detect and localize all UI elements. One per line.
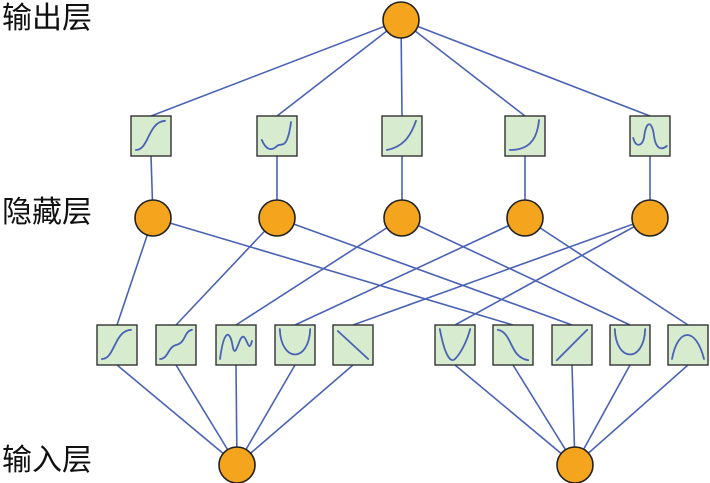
edge-hidden-to-box [152,217,514,326]
steep-rise-curve [508,119,540,151]
hidden-node [258,199,296,237]
edge-hidden-to-box [294,217,526,326]
edge-box-to-input [454,364,576,466]
upper-function-box [256,115,298,157]
edge-output-to-box [150,19,402,117]
edge-hidden-to-box [116,217,154,326]
neuron-nodes [134,1,669,483]
hidden-node [383,199,421,237]
lower-function-box [274,324,316,366]
edge-box-to-input [512,364,576,466]
diagonal-up-curve [555,328,589,362]
input-node [556,446,594,483]
lower-function-box [609,324,651,366]
lower-function-box [434,324,476,366]
edge-hidden-to-box [276,217,573,326]
s-rise-curve [134,119,166,151]
lower-function-box [332,324,374,366]
edge-hidden-to-box [454,217,651,326]
wiggle-dip-curve [260,121,292,150]
lower-function-box [155,324,197,366]
hidden-node [631,199,669,237]
edge-hidden-to-box [524,217,689,326]
u-shape-curve [613,328,647,356]
v-shape-curve [438,328,472,361]
s-flat-curve [159,328,193,360]
hill-curve [671,334,705,360]
edge-output-to-box [400,19,526,117]
input-layer-label: 输入层 [2,443,92,478]
edge-box-to-input [574,364,631,466]
edge-hidden-to-box [401,217,631,326]
edge-output-to-box [400,19,651,117]
edge-box-to-input [116,364,238,466]
lower-function-box [551,324,593,366]
edge-box-to-input [236,364,296,466]
convex-rise-curve [385,119,417,151]
edge-box-to-input [574,364,689,466]
hidden-node [506,199,544,237]
output-node [382,1,420,39]
lower-function-box [96,324,138,366]
lower-function-box [667,324,709,366]
connection-lines [116,19,689,466]
upper-function-box [504,115,546,157]
lower-function-box [492,324,534,366]
m-wave-curve [219,334,253,360]
hidden-node [134,199,172,237]
hidden-layer-label: 隐藏层 [2,195,92,230]
double-bump-curve [632,123,668,150]
edge-hidden-to-box [235,217,403,326]
edge-box-to-input [175,364,238,466]
s-rise-curve [100,328,132,360]
upper-function-box [629,115,671,157]
edge-hidden-to-box [175,217,278,326]
function-boxes [96,115,709,366]
upper-function-box [130,115,172,157]
upper-function-box [381,115,423,157]
edge-box-to-input [236,364,354,466]
output-layer-label: 输出层 [2,1,92,36]
edge-hidden-to-box [352,217,651,326]
u-shape-curve [278,328,312,356]
input-node [218,446,256,483]
edge-output-to-box [276,19,402,117]
diagonal-down-curve [336,330,370,360]
s-down-curve [496,328,530,362]
lower-function-box [215,324,257,366]
